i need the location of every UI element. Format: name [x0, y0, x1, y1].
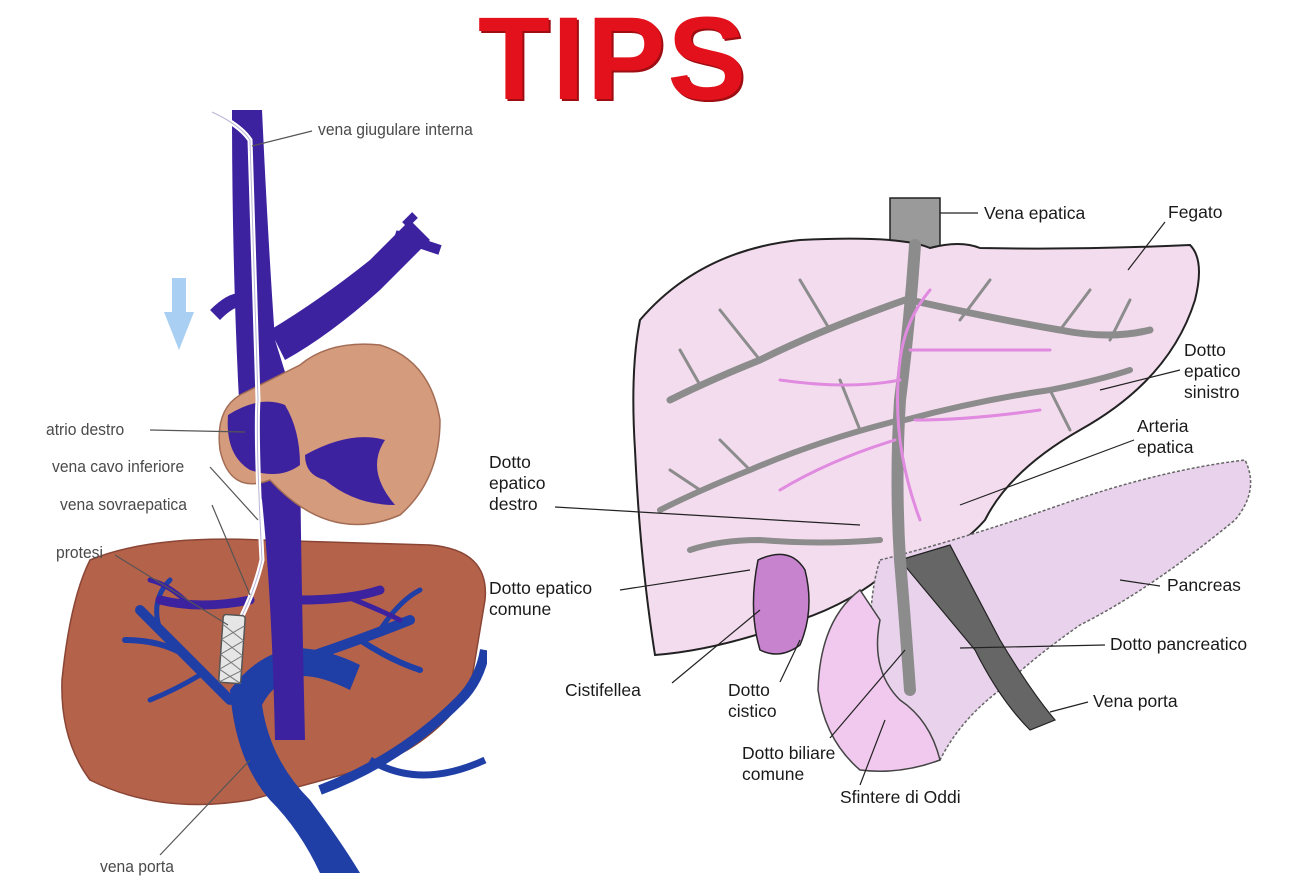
label-cistifellea: Cistifellea [565, 680, 641, 700]
splenic-vein [318, 649, 490, 795]
label-pancreas: Pancreas [1167, 575, 1241, 595]
left-leader-lines [114, 130, 313, 856]
label-arteria-epatica: Arteria epatica [1137, 416, 1194, 457]
label-dotto-epatico-sinistro: Dotto epatico sinistro [1184, 340, 1241, 402]
label-vena-cavo-inferiore: vena cavo inferiore [52, 457, 185, 476]
subclavian-vein [270, 220, 430, 360]
label-dotto-cistico: Dotto cistico [728, 680, 777, 721]
label-vena-porta-right: Vena porta [1093, 691, 1178, 711]
right-atrium [227, 401, 300, 474]
bile-duct-tree [657, 239, 1154, 696]
label-vena-giugulare: vena giugulare interna [318, 120, 473, 139]
right-leader-lines [554, 212, 1181, 786]
liver-outline [632, 237, 1200, 657]
blue-arrow-icon [164, 278, 194, 350]
label-dotto-biliare-comune: Dotto biliare comune [742, 743, 836, 784]
portal-vein [230, 648, 360, 873]
label-vena-sovraepatica: vena sovraepatica [60, 495, 187, 514]
label-dotto-pancreatico: Dotto pancreatico [1110, 634, 1248, 654]
portal-vein-right [898, 544, 1056, 731]
heart-shape [218, 343, 441, 526]
page-title: TIPS [477, 0, 749, 125]
label-protesi: protesi [56, 543, 103, 562]
label-vena-porta-left: vena porta [100, 857, 174, 876]
hepatic-artery-branches [778, 288, 1052, 522]
gallbladder [752, 553, 810, 655]
label-vena-epatica: Vena epatica [984, 203, 1086, 223]
label-dotto-epatico-destro: Dotto epatico destro [489, 452, 546, 514]
pancreas-shape [855, 459, 1252, 764]
label-sfintere-oddi: Sfintere di Oddi [840, 787, 961, 807]
label-atrio-destro: atrio destro [46, 420, 125, 439]
label-fegato: Fegato [1168, 202, 1223, 222]
label-dotto-epatico-comune: Dotto epatico comune [489, 578, 593, 619]
